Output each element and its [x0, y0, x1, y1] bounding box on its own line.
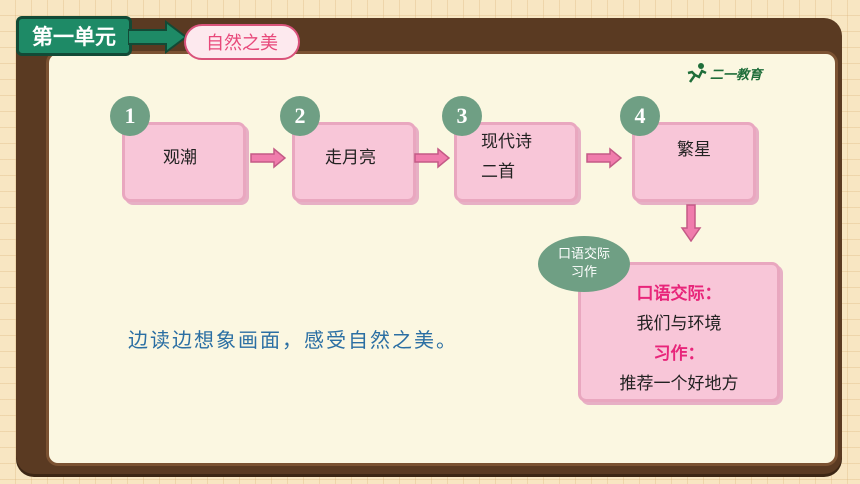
step-number-3: 3 — [442, 96, 482, 136]
oral-heading: 口语交际： — [636, 284, 722, 304]
step-number-2: 2 — [280, 96, 320, 136]
step-title-3b: 二首 — [481, 162, 515, 182]
publisher-logo: 二一教育 — [686, 60, 762, 86]
unit-arrow-icon — [128, 20, 188, 54]
step-card-4[interactable]: 繁星 — [632, 122, 756, 202]
step-number-4: 4 — [620, 96, 660, 136]
summary-text: 边读边想象画面，感受自然之美。 — [128, 328, 458, 352]
oral-topic: 我们与环境 — [636, 314, 722, 334]
step-title-2: 走月亮 — [325, 148, 376, 168]
logo-text: 二一教育 — [710, 67, 763, 83]
flow-arrow-icon — [414, 147, 450, 169]
runner-icon — [687, 63, 707, 83]
theme-label: 自然之美 — [184, 24, 300, 60]
oral-writing-badge: 口语交际 习作 — [538, 236, 630, 292]
step-title-4: 繁星 — [677, 140, 711, 160]
flow-arrow-icon — [250, 147, 286, 169]
badge-line-2: 习作 — [570, 265, 597, 280]
step-card-2[interactable]: 走月亮 — [292, 122, 416, 202]
step-card-3[interactable]: 现代诗 二首 — [454, 122, 578, 202]
step-number-1: 1 — [110, 96, 150, 136]
chalkboard-frame — [16, 18, 842, 474]
unit-label: 第一单元 — [16, 16, 132, 56]
flow-arrow-icon — [586, 147, 622, 169]
step-title-1: 观潮 — [163, 148, 197, 168]
oral-writing-card[interactable]: 口语交际： 我们与环境 习作： 推荐一个好地方 — [578, 262, 780, 402]
step-title-3a: 现代诗 — [481, 132, 532, 152]
down-arrow-icon — [680, 204, 702, 242]
writing-topic: 推荐一个好地方 — [619, 374, 739, 394]
step-card-1[interactable]: 观潮 — [122, 122, 246, 202]
badge-line-1: 口语交际 — [557, 247, 610, 262]
writing-heading: 习作： — [653, 344, 705, 364]
